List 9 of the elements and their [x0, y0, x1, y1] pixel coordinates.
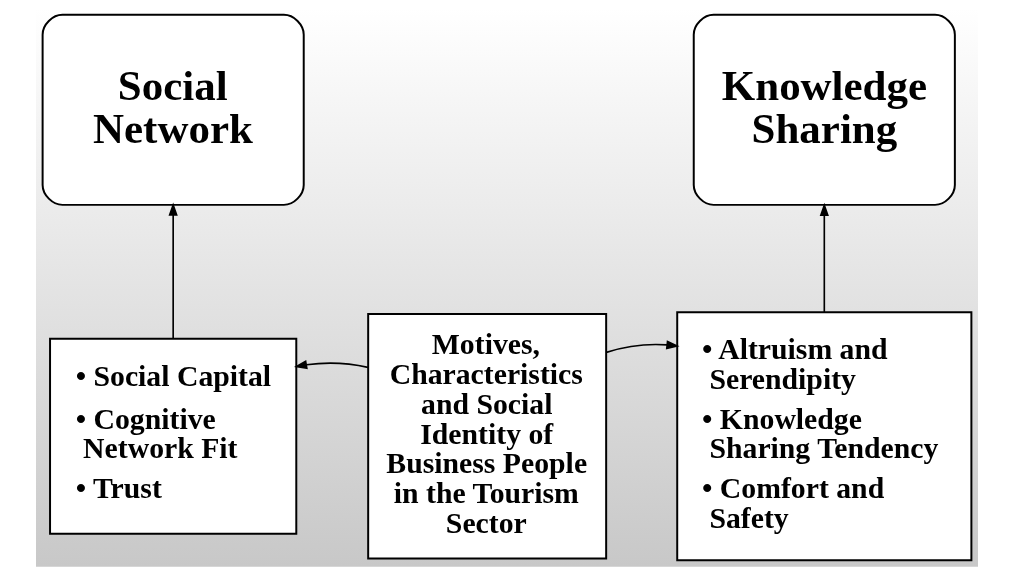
arrow — [819, 202, 829, 313]
node-box: Knowledge Sharing — [692, 13, 956, 206]
arrow — [168, 202, 178, 340]
node-box: Social Network — [41, 13, 305, 206]
node-box: • Social Capital • Cognitive Network Fit • Trust — [48, 337, 297, 535]
arrow — [605, 340, 679, 354]
arrow — [293, 360, 369, 370]
node-box: Motives, Characteristics and Social Identity of Business People in the Tourism Sector — [366, 312, 607, 560]
node-box: • Altruism and Serendipity • Knowledge Sharing Tendency • Comfort and Safety — [675, 311, 972, 562]
